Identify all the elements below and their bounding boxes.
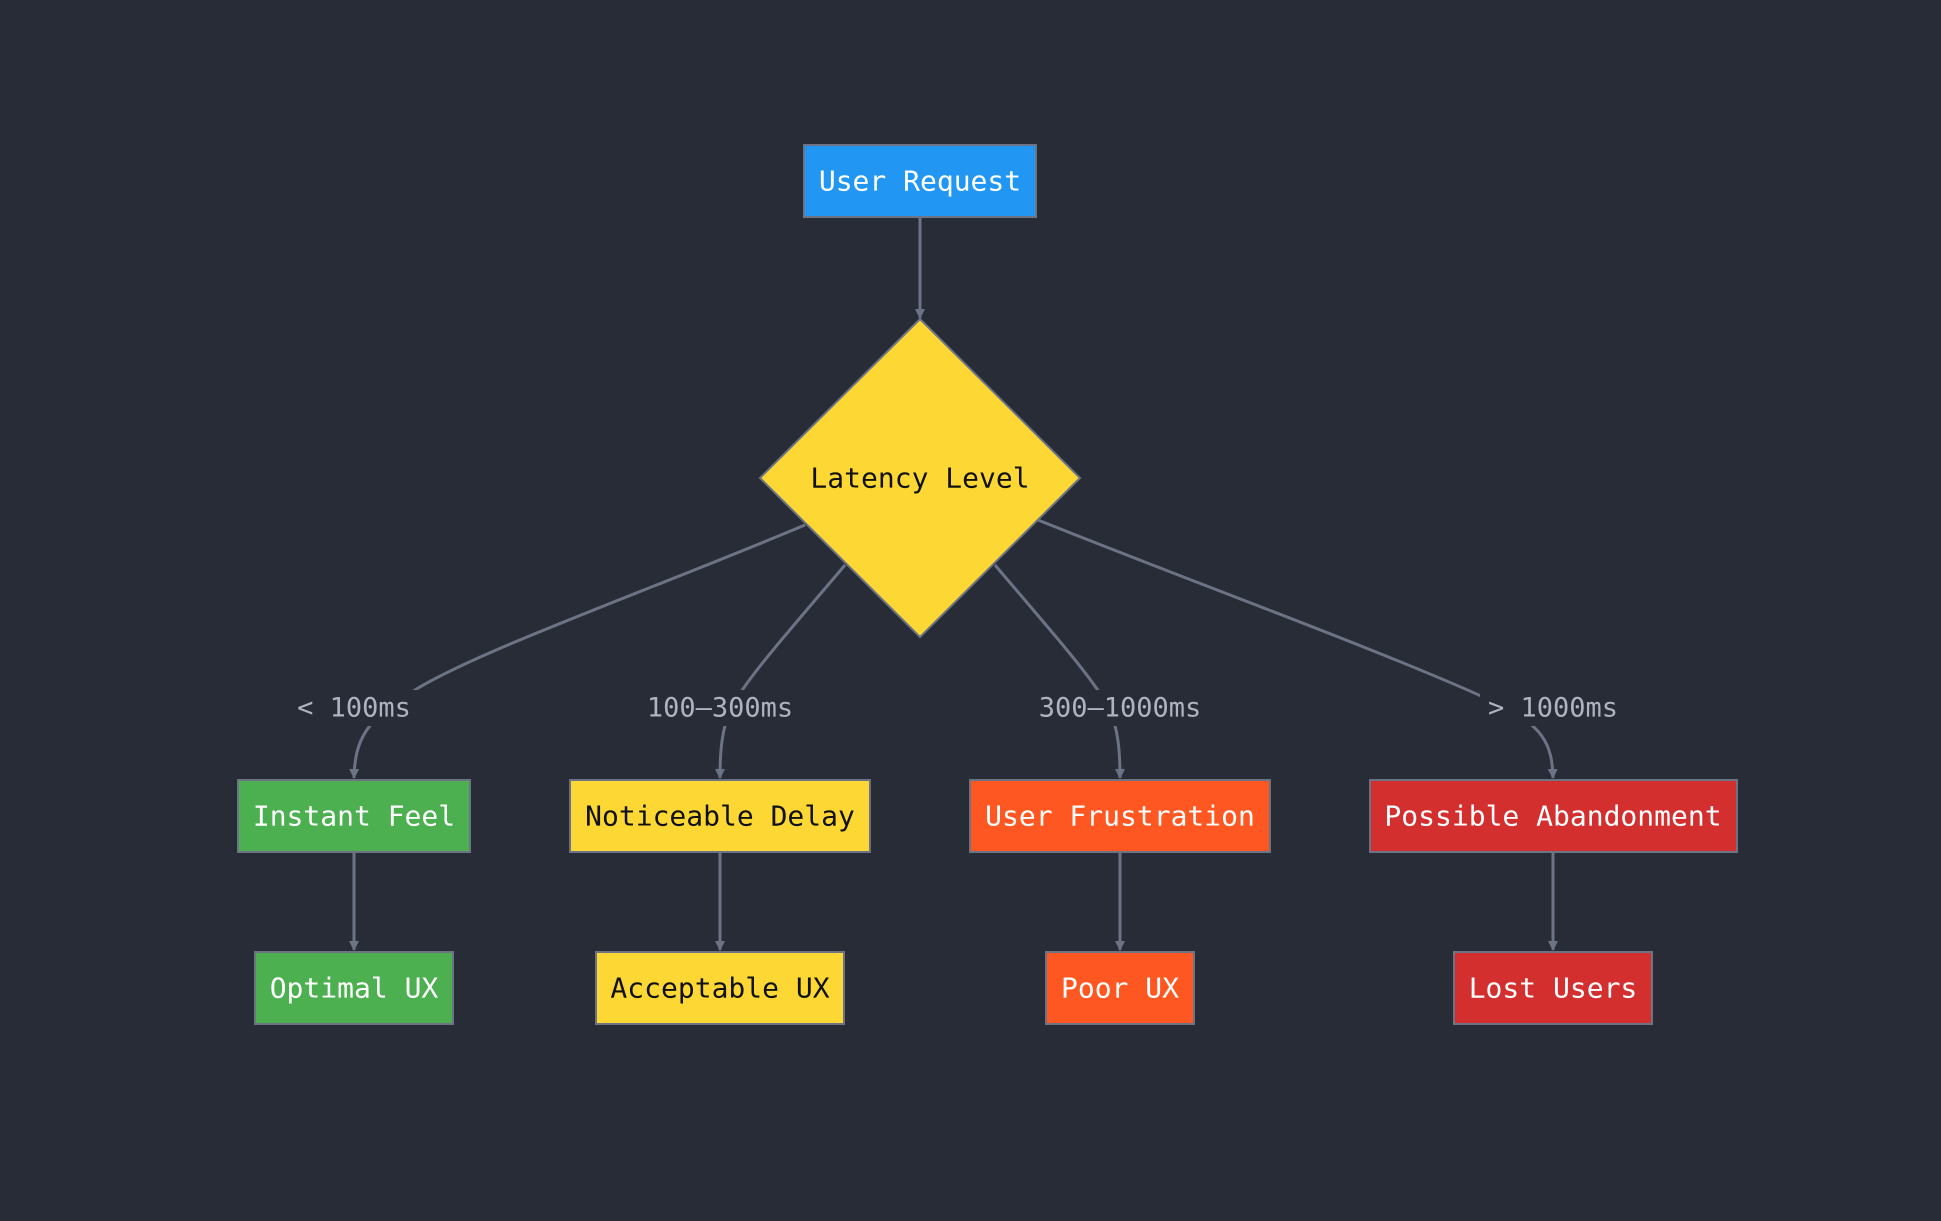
node-label: Instant Feel <box>253 800 455 833</box>
edge-labels: < 100ms 100–300ms 300–1000ms > 1000ms <box>286 690 1626 726</box>
node-label: Lost Users <box>1469 972 1638 1005</box>
node-label: Possible Abandonment <box>1384 800 1721 833</box>
edge-latency-to-frustration <box>993 564 1125 779</box>
edge-latency-to-instant <box>349 523 806 779</box>
edge-latency-to-abandonment <box>1037 518 1558 779</box>
edge-latency-to-noticeable <box>715 564 847 779</box>
node-label: User Frustration <box>985 800 1255 833</box>
node-poor-ux: Poor UX <box>1045 951 1195 1025</box>
node-lost-users: Lost Users <box>1453 951 1653 1025</box>
edge-label-300-1000: 300–1000ms <box>1039 693 1202 724</box>
edge-label-lt-100: < 100ms <box>297 693 411 724</box>
node-label: User Request <box>819 165 1021 198</box>
edge-label-100-300: 100–300ms <box>647 693 793 724</box>
node-user-frustration: User Frustration <box>969 779 1271 853</box>
node-label: Optimal UX <box>270 972 439 1005</box>
node-label: Noticeable Delay <box>585 800 855 833</box>
node-label: Latency Level <box>810 462 1029 495</box>
node-instant-feel: Instant Feel <box>237 779 471 853</box>
edge-label-gt-1000: > 1000ms <box>1488 693 1618 724</box>
node-possible-abandonment: Possible Abandonment <box>1369 779 1738 853</box>
node-noticeable-delay: Noticeable Delay <box>569 779 871 853</box>
node-label: Acceptable UX <box>610 972 829 1005</box>
node-label: Poor UX <box>1061 972 1179 1005</box>
node-latency-level: Latency Level <box>758 317 1082 639</box>
node-acceptable-ux: Acceptable UX <box>595 951 845 1025</box>
node-optimal-ux: Optimal UX <box>254 951 454 1025</box>
node-user-request: User Request <box>803 144 1037 218</box>
